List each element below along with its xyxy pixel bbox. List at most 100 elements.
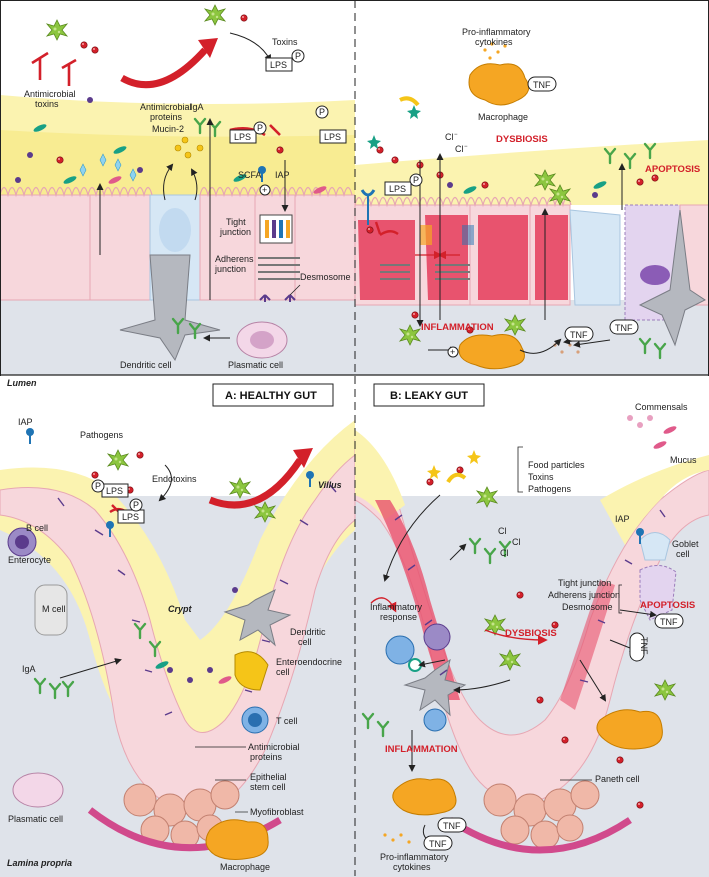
label-enterocyte: Enterocyte: [8, 555, 51, 565]
svg-text:+: +: [450, 347, 455, 357]
label-apoptosis-bottom: APOPTOSIS: [640, 600, 695, 611]
svg-text:LPS: LPS: [106, 486, 123, 496]
lps-box-bottom-2: LPS P: [117, 498, 145, 524]
label-pathogens-left: Pathogens: [80, 430, 124, 440]
antimicrobial-proteins-icon: [79, 153, 137, 182]
title-b-box: B: LEAKY GUT: [373, 383, 485, 407]
dendritic-cell-top: [119, 254, 221, 362]
svg-text:TNF: TNF: [570, 330, 588, 340]
inhibitor-icon: [31, 51, 49, 80]
svg-text:B: LEAKY GUT: B: LEAKY GUT: [390, 390, 468, 402]
mucin-granules: [174, 136, 204, 159]
lps-box-top-right: LPS P: [384, 173, 423, 196]
label-desmosome-bottom: Desmosome: [562, 602, 613, 612]
svg-text:−: −: [454, 132, 458, 138]
enteroendocrine-cell: [234, 651, 269, 691]
macrophage-bottom-left: [205, 819, 269, 860]
label-inflammation-bottom: INFLAMMATION: [385, 744, 458, 755]
title-a-box: A: HEALTHY GUT: [212, 383, 334, 407]
lps-box-top-left-3: LPS P: [315, 105, 347, 144]
label-macrophage-top: Macrophage: [478, 112, 528, 122]
label-cl-2-bottom: Cl: [512, 537, 521, 547]
svg-text:P: P: [413, 175, 419, 185]
label-iap-right: IAP: [615, 514, 630, 524]
label-cl-3-bottom: Cl: [500, 548, 509, 558]
label-dysbiosis-bottom: DYSBIOSIS: [505, 628, 557, 639]
label-b-cell: B cell: [26, 523, 48, 533]
tnf-badge-top: TNF: [527, 76, 557, 92]
mucus-layer-top-right: [355, 140, 709, 205]
dendritic-cell-top-right: [638, 209, 706, 347]
label-plasmatic-cell-bottom: Plasmatic cell: [8, 814, 63, 824]
label-m-cell: M cell: [42, 604, 66, 614]
tnf-badge-bottom-right: TNF: [654, 613, 684, 629]
label-t-cell: T cell: [276, 716, 297, 726]
lps-box-bottom-1: LPS P: [91, 479, 129, 498]
stem-cells-left: [123, 780, 240, 850]
goblet-cell: [639, 532, 671, 561]
label-inflammation-top: INFLAMMATION: [421, 322, 494, 333]
label-apoptosis-top: APOPTOSIS: [645, 164, 700, 175]
svg-text:TNF: TNF: [533, 80, 551, 90]
svg-text:−: −: [464, 144, 468, 150]
label-desmosome: Desmosome: [300, 272, 351, 282]
macrophage-bottom-right: [596, 709, 663, 750]
label-myofibroblast: Myofibroblast: [250, 807, 304, 817]
label-crypt: Crypt: [168, 604, 193, 614]
macrophage-lamina: [458, 334, 525, 370]
svg-text:TNF: TNF: [639, 637, 649, 655]
label-iap: IAP: [275, 170, 290, 180]
broken-junction: [380, 225, 474, 280]
tnf-badge-bottom-vert: TNF: [629, 632, 649, 662]
tnf-badge-mid: TNF: [564, 326, 594, 342]
macrophage-top-right: [468, 63, 530, 106]
svg-text:LPS: LPS: [122, 512, 139, 522]
plasmatic-cell-bottom: [12, 772, 64, 808]
label-mucin2: Mucin-2: [152, 124, 184, 134]
label-iap-left: IAP: [18, 417, 33, 427]
label-cl-1-bottom: Cl: [498, 526, 507, 536]
svg-text:LPS: LPS: [324, 132, 341, 142]
dendritic-cell-bottom: [223, 589, 292, 647]
svg-text:P: P: [95, 481, 101, 491]
label-tight-junction-bottom: Tight junction: [558, 578, 611, 588]
removal-arrow: [120, 47, 208, 89]
label-pathogens-bottom: Pathogens: [528, 484, 572, 494]
svg-text:TNF: TNF: [660, 617, 678, 627]
macrophage-bottom-center: [392, 778, 457, 816]
label-iga-bottom: IgA: [22, 664, 36, 674]
svg-text:TNF: TNF: [443, 821, 461, 831]
svg-text:LPS: LPS: [389, 184, 406, 194]
label-mucus: Mucus: [670, 455, 697, 465]
label-plasmatic-cell: Plasmatic cell: [228, 360, 283, 370]
svg-text:LPS: LPS: [270, 60, 287, 70]
label-paneth-cell: Paneth cell: [595, 774, 640, 784]
lps-box-top-left-1: LPS P: [265, 49, 305, 72]
label-iga: IgA: [190, 102, 204, 112]
label-adherens-junction-bottom: Adherens junction: [548, 590, 620, 600]
label-cl-1: Cl: [445, 132, 454, 142]
label-dysbiosis-top: DYSBIOSIS: [496, 134, 548, 145]
label-toxins-bottom: Toxins: [528, 472, 554, 482]
paneth-cells-right: [483, 780, 600, 850]
svg-text:P: P: [319, 107, 325, 117]
label-food-particles: Food particles: [528, 460, 585, 470]
label-scfa: SCFA: [238, 170, 262, 180]
tight-junction-group: [258, 214, 300, 302]
label-villus: Villus: [318, 480, 342, 490]
label-cl-2: Cl: [455, 144, 464, 154]
lps-box-top-left-2: LPS P: [229, 121, 267, 144]
